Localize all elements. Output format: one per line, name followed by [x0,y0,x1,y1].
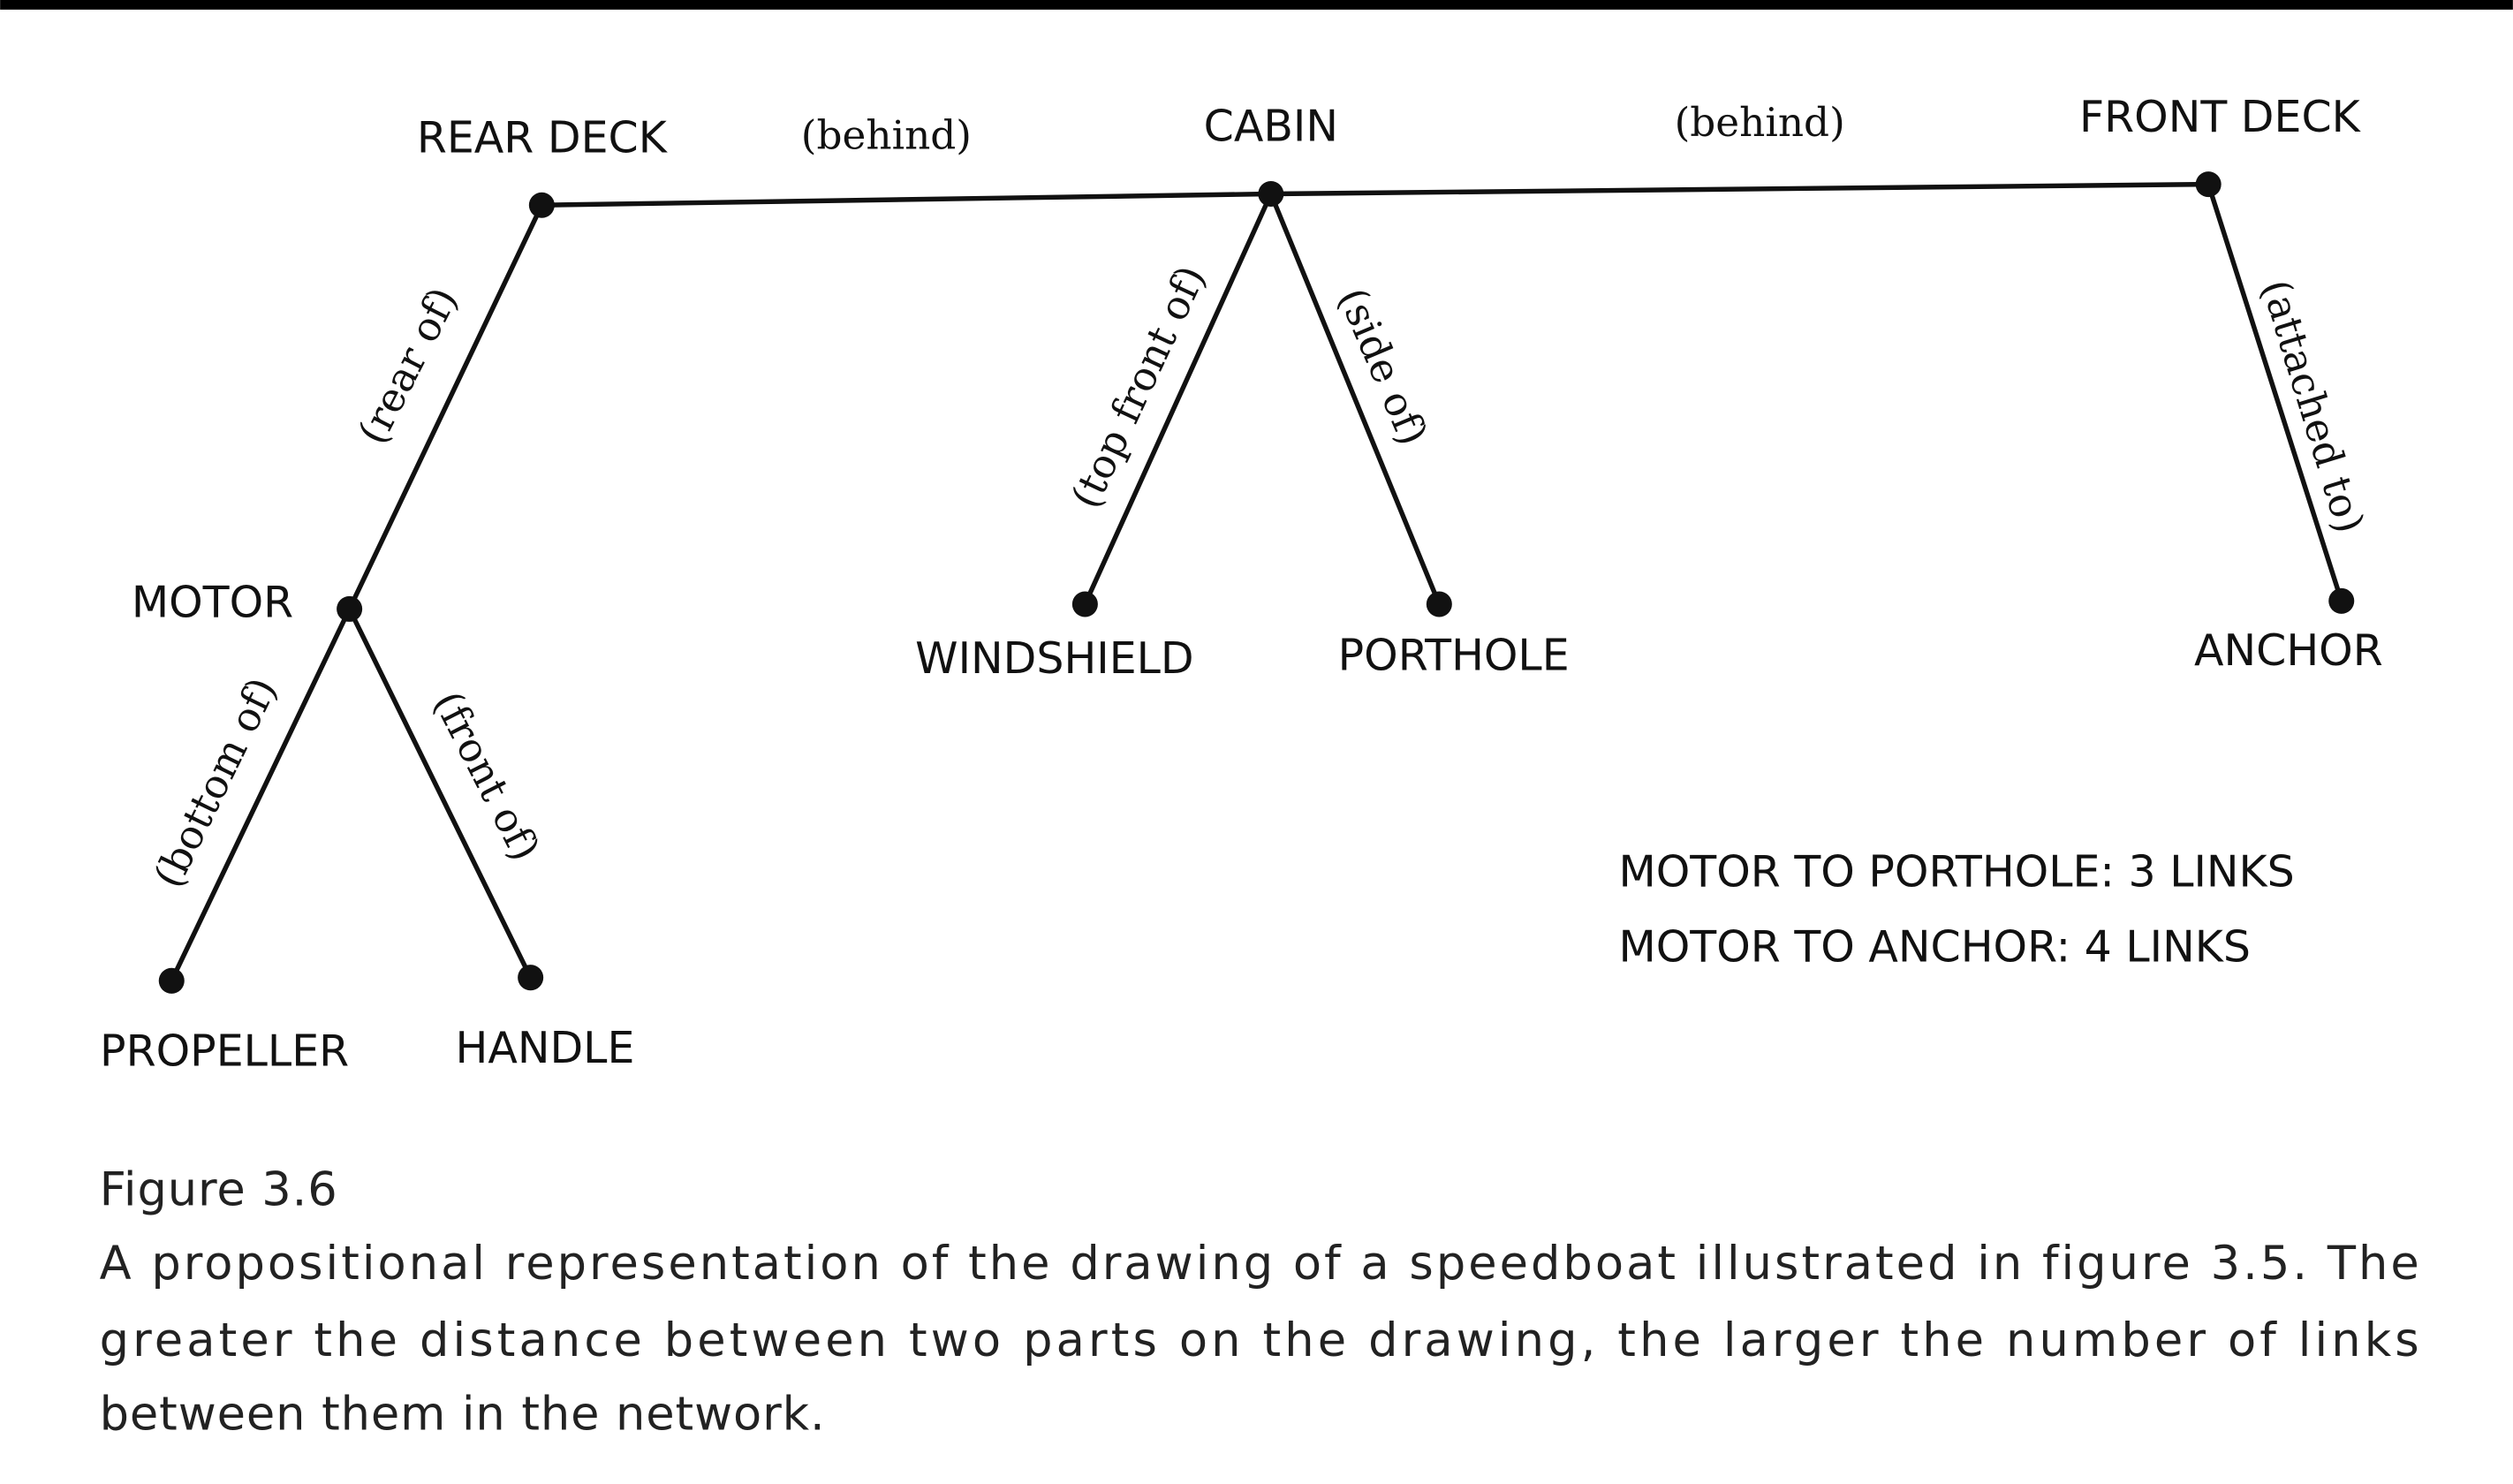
edge-rear-deck-motor [347,204,544,610]
node-dot-rear-deck [528,192,555,218]
relation-label-rear-of: (rear of) [349,280,467,451]
node-dot-porthole [1426,591,1452,617]
relation-label-attached-to: (attached to) [2252,274,2373,538]
node-dot-windshield [1071,591,1098,617]
figure-title: Figure 3.6 [100,1162,338,1216]
caption-line-2: greater the distance between two parts o… [100,1314,2420,1367]
edge-rear-deck-cabin [541,191,1271,208]
node-dot-front-deck [2195,171,2222,198]
node-label-front-deck: FRONT DECK [2079,92,2362,142]
relation-label-cabin-front-deck: (behind) [1675,99,1845,146]
node-label-windshield: WINDSHIELD [915,633,1193,684]
edge-front-deck-anchor [2206,183,2344,602]
relation-label-top-front-of: (top front of) [1062,259,1215,516]
node-label-porthole: PORTHOLE [1338,630,1570,680]
node-label-propeller: PROPELLER [100,1026,349,1076]
relation-label-front-of: (front of) [424,684,549,868]
edges [169,181,2344,982]
node-dot-propeller [158,967,185,994]
node-label-cabin: CABIN [1204,102,1338,152]
caption-line-1: A propositional representation of the dr… [100,1237,2420,1291]
edge-cabin-porthole [1268,193,1442,606]
edge-motor-handle [347,608,534,979]
node-dots [158,171,2355,994]
note-motor-to-anchor: MOTOR TO ANCHOR: 4 LINKS [1619,922,2251,973]
node-label-anchor: ANCHOR [2194,625,2383,676]
edge-cabin-front-deck [1270,181,2209,197]
node-dot-motor [337,595,363,622]
node-dot-handle [518,965,544,991]
edge-motor-propeller [169,608,352,982]
relation-label-rear-deck-cabin: (behind) [801,112,972,159]
edge-cabin-windshield [1082,193,1274,606]
caption-line-3: between them in the network. [100,1387,826,1441]
node-dot-anchor [2328,587,2355,614]
relation-label-side-of: (side of) [1329,281,1437,451]
node-label-handle: HANDLE [456,1023,635,1073]
node-label-motor: MOTOR [132,577,293,627]
top-border [0,0,2513,10]
node-dot-cabin [1258,181,1284,208]
node-label-rear-deck: REAR DECK [417,112,669,163]
note-motor-to-porthole: MOTOR TO PORTHOLE: 3 LINKS [1619,846,2295,897]
